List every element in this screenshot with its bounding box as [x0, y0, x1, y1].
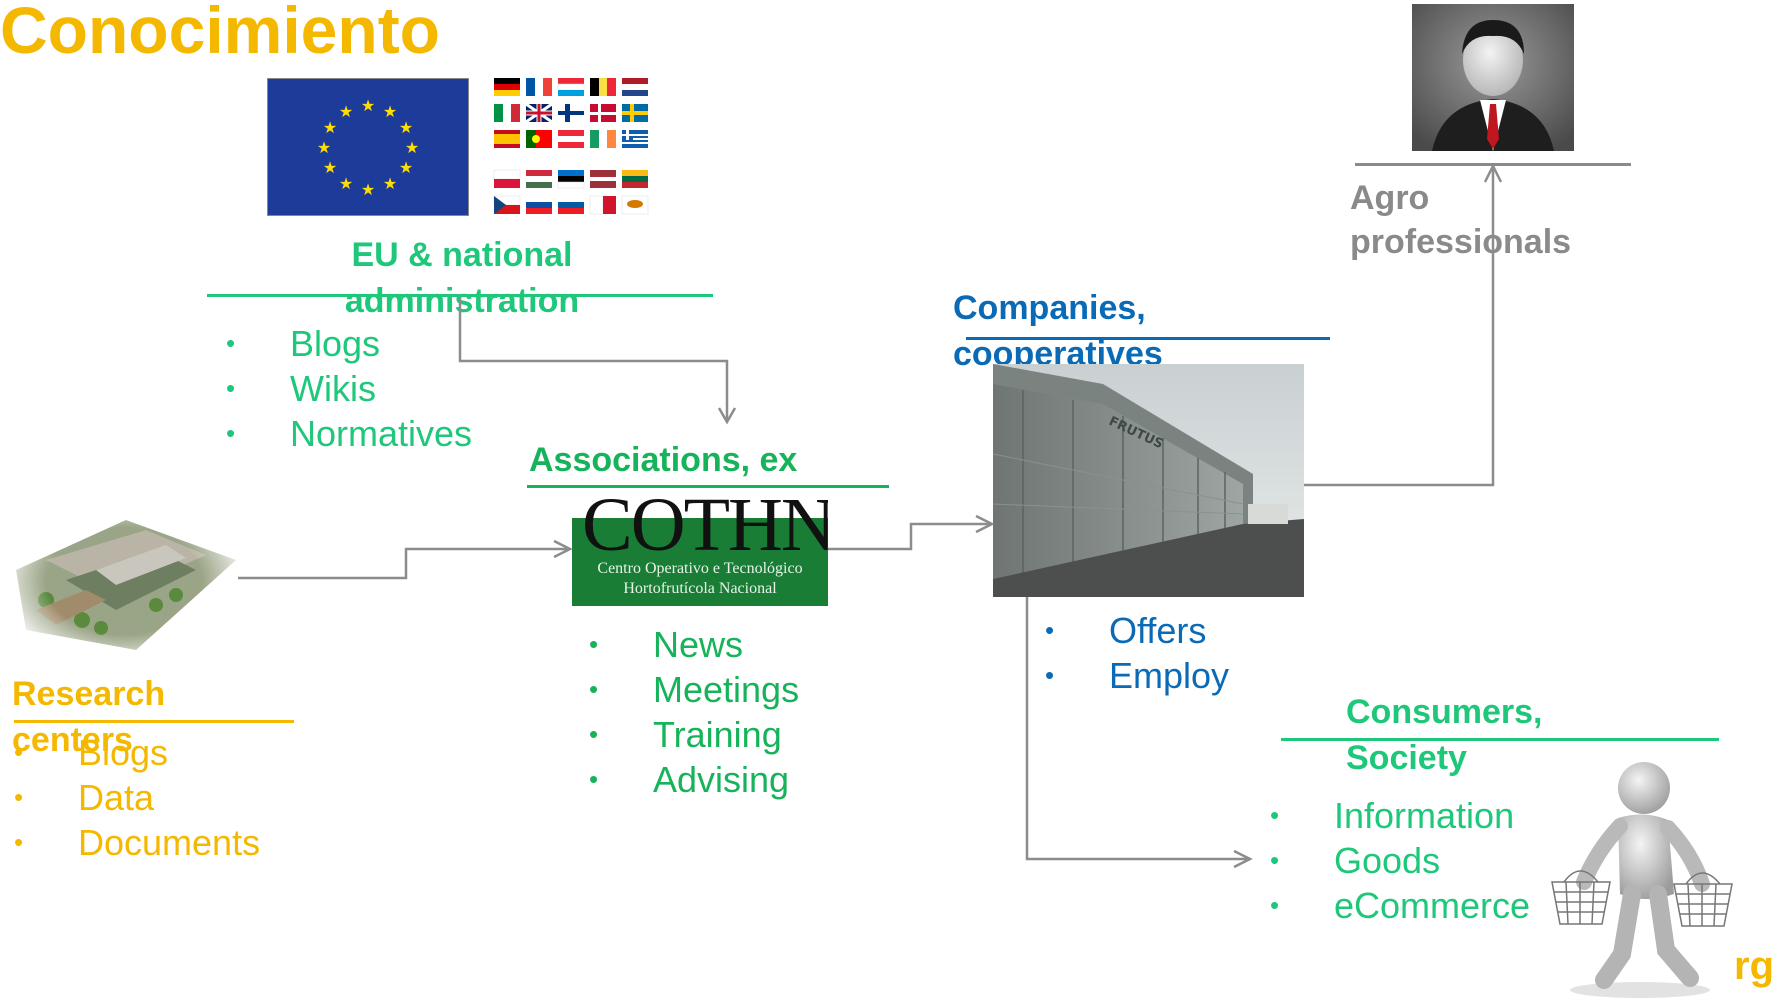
cothn-logo-name: COTHN	[582, 490, 828, 567]
list-item: •Information	[1270, 795, 1515, 836]
svg-text:★: ★	[399, 118, 413, 137]
consumers-title: Consumers, Society	[1346, 693, 1543, 777]
svg-text:★: ★	[383, 102, 397, 121]
arrowhead	[1483, 163, 1503, 183]
list-item: •Meetings	[589, 669, 800, 710]
svg-text:★: ★	[339, 174, 353, 193]
agro-professional-avatar	[1412, 4, 1574, 151]
list-item: •Wikis	[226, 368, 376, 409]
svg-text:★: ★	[317, 138, 331, 157]
svg-text:★: ★	[361, 96, 375, 115]
consumers-divider	[1281, 738, 1719, 741]
arrow-companies-to-consumers	[1025, 597, 1248, 861]
svg-text:★: ★	[383, 174, 397, 193]
svg-text:★: ★	[405, 138, 419, 157]
associations-items: •News •Meetings •Training •Advising	[581, 622, 799, 802]
svg-text:★: ★	[323, 158, 337, 177]
arrowhead	[1233, 849, 1253, 869]
research-divider	[14, 720, 294, 723]
arrow-eu-to-associations	[458, 298, 729, 420]
cothn-logo: COTHN Centro Operativo e Tecnológico Hor…	[572, 490, 828, 606]
list-item: •eCommerce	[1270, 885, 1531, 926]
eu-admin-title: EU & national administration	[344, 236, 580, 320]
research-title: Research centers	[12, 675, 166, 759]
svg-text:★: ★	[339, 102, 353, 121]
arrowhead	[553, 539, 573, 559]
agro-title: Agro professionals	[1350, 179, 1572, 261]
consumer-shopper-image	[1540, 754, 1740, 1000]
arrowhead	[975, 514, 995, 534]
associations-title: Associations, ex	[529, 441, 798, 479]
research-center-image	[6, 500, 242, 662]
list-item: •Goods	[1270, 840, 1441, 881]
associations-divider	[527, 485, 889, 488]
list-item: •News	[589, 624, 744, 665]
list-item: •Training	[589, 714, 782, 755]
warehouse-photo: FRUTUS	[993, 364, 1304, 597]
list-item: •Blogs	[226, 323, 381, 364]
arrow-associations-to-companies	[828, 522, 990, 551]
arrow-research-to-associations	[238, 547, 568, 580]
list-item: •Offers	[1045, 610, 1207, 651]
eu-flag-icon: ★ ★ ★ ★ ★ ★ ★ ★ ★ ★ ★ ★	[267, 78, 469, 216]
list-item: •Employ	[1045, 655, 1230, 696]
list-item: •Documents	[14, 822, 261, 863]
national-flags-icon	[492, 74, 652, 224]
eu-items: •Blogs •Wikis •Normatives	[218, 321, 472, 456]
arrow-companies-to-agro	[1304, 168, 1495, 487]
svg-text:★: ★	[399, 158, 413, 177]
list-item: •Advising	[589, 759, 790, 800]
page-title: Conocimiento	[0, 0, 440, 67]
research-items: •Blogs •Data •Documents	[8, 730, 260, 865]
companies-items: •Offers •Employ	[1037, 608, 1229, 698]
cothn-logo-subtitle-2: Hortofrutícola Nacional	[623, 580, 777, 597]
list-item: •Data	[14, 777, 155, 818]
svg-text:★: ★	[323, 118, 337, 137]
list-item: •Normatives	[226, 413, 473, 454]
list-item: •Blogs	[14, 732, 169, 773]
eu-divider	[207, 294, 713, 297]
arrowhead	[717, 407, 737, 425]
footer-fragment: rg	[1734, 944, 1774, 988]
cothn-logo-subtitle-1: Centro Operativo e Tecnológico	[597, 560, 803, 577]
companies-divider	[966, 337, 1330, 340]
svg-text:★: ★	[361, 180, 375, 199]
consumers-items: •Information •Goods •eCommerce	[1262, 793, 1530, 928]
